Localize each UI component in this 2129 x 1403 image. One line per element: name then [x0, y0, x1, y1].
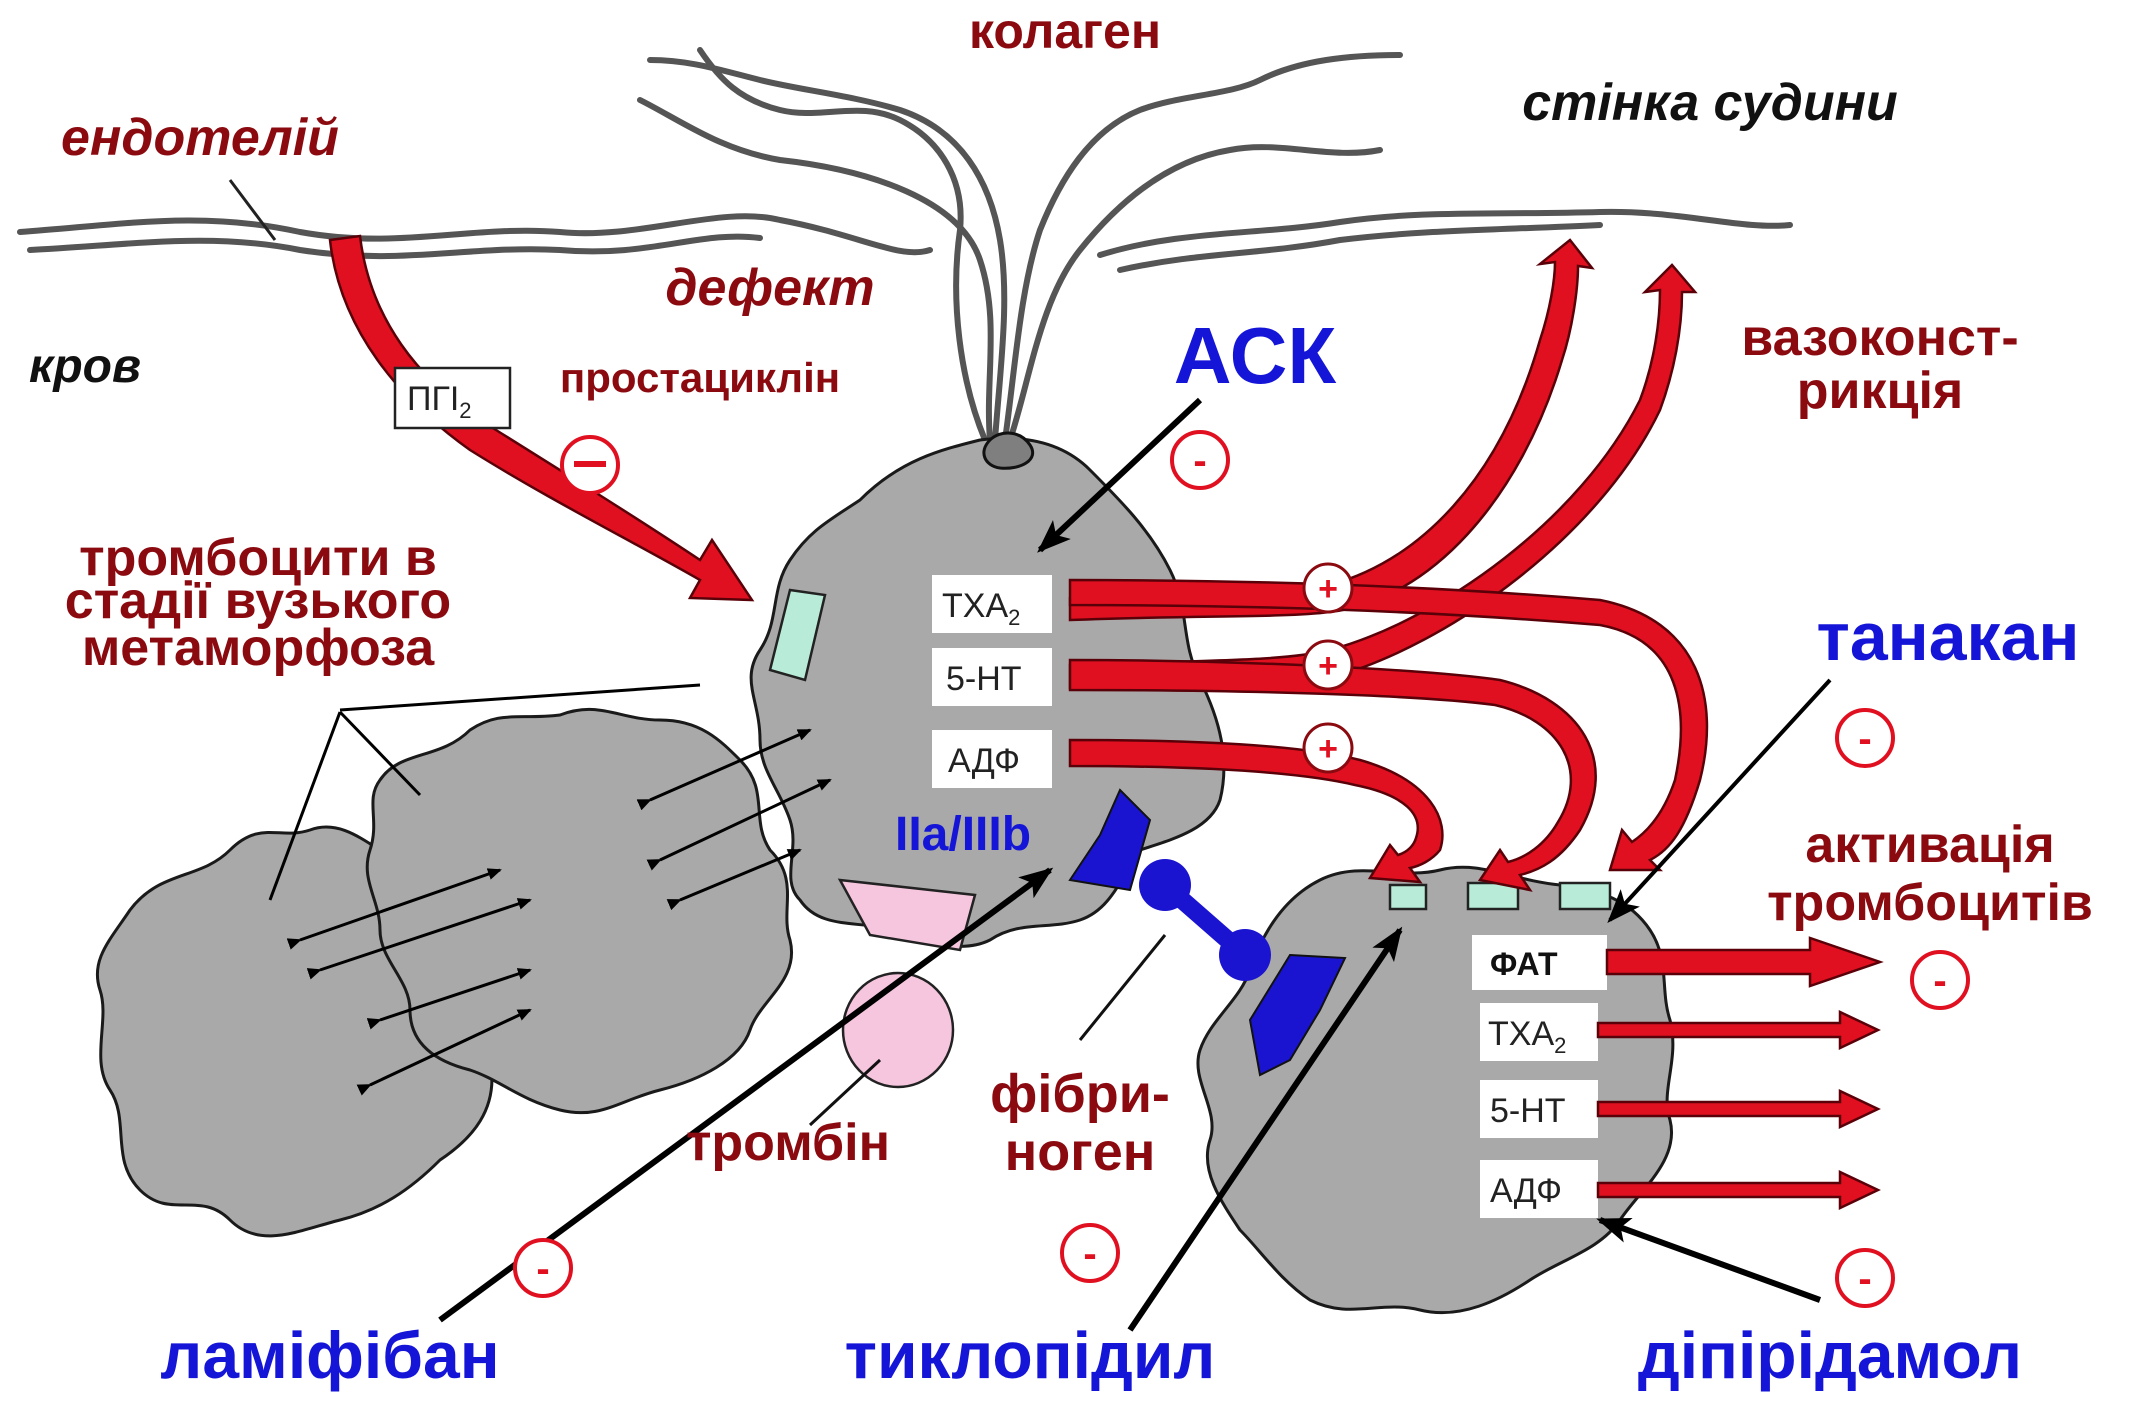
- label-fibrinogen-line1: фібри-: [990, 1064, 1170, 1124]
- label-dipyridamole: діпірідамол: [1638, 1318, 2022, 1392]
- label-lamifiban: ламіфібан: [160, 1318, 499, 1392]
- label-prostacyclin: простациклін: [560, 354, 840, 401]
- svg-text:-: -: [536, 1247, 549, 1291]
- label-vasoconstriction-line1: вазоконст-: [1741, 309, 2018, 367]
- label-thrombin: тромбін: [686, 1114, 890, 1172]
- mediator-adp-right: АДФ: [1480, 1160, 1598, 1218]
- prostacyclin-inhibition-sign: [562, 437, 618, 493]
- pgi2-box: ПГІ2: [395, 368, 510, 428]
- plus-signs: + + +: [1304, 564, 1352, 772]
- svg-text:-: -: [1933, 959, 1946, 1003]
- collagen-attachment: [984, 433, 1033, 468]
- platelet-right: [1198, 867, 1673, 1312]
- label-activation-line2: тромбоцитів: [1767, 874, 2093, 932]
- label-fibrinogen-line2: ноген: [1005, 1122, 1156, 1182]
- svg-text:АДФ: АДФ: [1490, 1172, 1562, 1210]
- endothelium-line: [20, 212, 1790, 270]
- mediator-5ht-right: 5-HT: [1480, 1080, 1598, 1138]
- platelet-middle-left: [367, 709, 791, 1112]
- svg-text:-: -: [1193, 439, 1206, 483]
- label-defect: дефект: [665, 259, 874, 317]
- thrombin-molecule: [843, 973, 953, 1087]
- svg-text:-: -: [1858, 1257, 1871, 1301]
- fibrinogen-pointer: [1080, 935, 1165, 1040]
- svg-text:ФАТ: ФАТ: [1490, 946, 1558, 982]
- svg-text:АДФ: АДФ: [948, 742, 1020, 780]
- mediator-txa2-center: TXA2: [932, 575, 1052, 633]
- label-ticlopidine: тиклопідил: [845, 1318, 1216, 1392]
- svg-text:+: +: [1318, 570, 1338, 608]
- label-tanakan: танакан: [1817, 599, 2080, 675]
- fibrinogen-molecule: [1139, 859, 1271, 981]
- svg-text:-: -: [1083, 1232, 1096, 1276]
- label-vasoconstriction-line2: рикція: [1797, 362, 1964, 420]
- label-receptor: IIa/IIIb: [895, 808, 1031, 861]
- svg-text:5-HT: 5-HT: [946, 660, 1022, 698]
- mediator-txa2-right: TXA2: [1480, 1003, 1598, 1061]
- label-asa: АСК: [1174, 311, 1337, 400]
- svg-text:-: -: [1858, 717, 1871, 761]
- label-collagen: колаген: [969, 3, 1161, 59]
- label-platelets-line3: метаморфоза: [82, 619, 435, 677]
- mediator-5ht-center: 5-HT: [932, 648, 1052, 706]
- label-blood: кров: [29, 340, 141, 393]
- svg-text:5-HT: 5-HT: [1490, 1092, 1566, 1130]
- svg-text:+: +: [1318, 647, 1338, 685]
- endothelium-pointer: [230, 180, 275, 240]
- label-vessel-wall: стінка судини: [1522, 74, 1898, 132]
- label-endothelium: ендотелій: [61, 109, 339, 167]
- label-activation-line1: активація: [1805, 816, 2054, 874]
- mediator-fat-right: ФАТ: [1472, 935, 1607, 990]
- mediator-adp-center: АДФ: [932, 730, 1052, 788]
- svg-text:+: +: [1318, 730, 1338, 768]
